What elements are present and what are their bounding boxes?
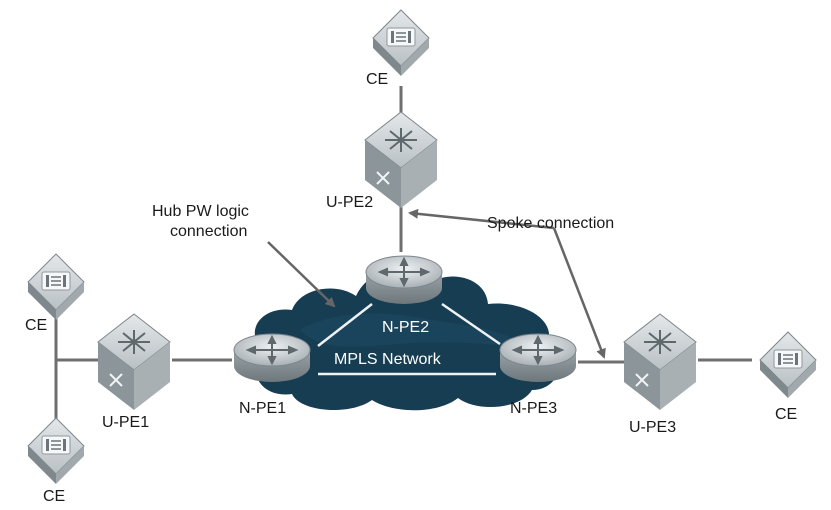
- hub-pw-label: Hub PW logic connection: [152, 202, 249, 242]
- spoke-arrow-up: [408, 208, 555, 230]
- npe1-label: N-PE1: [239, 400, 287, 417]
- upe2-device[interactable]: [364, 111, 438, 209]
- hub-pw-arrow: [267, 241, 336, 308]
- upe1-device[interactable]: [97, 313, 171, 411]
- ce-right-device[interactable]: [759, 331, 817, 399]
- spoke-connection-label: Spoke connection: [487, 215, 615, 232]
- annotation-arrows: [267, 208, 606, 359]
- upe2-label: U-PE2: [326, 194, 374, 211]
- npe2-router[interactable]: [365, 255, 443, 305]
- spoke-arrow-down: [552, 227, 606, 359]
- pw-npe2-npe3: [441, 302, 501, 346]
- ce-left-top-label: CE: [25, 317, 48, 334]
- hub-pw-line2: connection: [170, 223, 248, 240]
- npe3-router[interactable]: [499, 333, 577, 383]
- upe1-label: U-PE1: [102, 414, 150, 431]
- upe3-device[interactable]: [623, 313, 697, 411]
- npe3-label: N-PE3: [510, 400, 558, 417]
- hub-pw-line1: Hub PW logic: [152, 203, 249, 220]
- ce-top-label: CE: [366, 71, 389, 88]
- pw-links: [317, 302, 501, 376]
- ce-left-bottom-device[interactable]: [27, 417, 85, 485]
- ce-left-bottom-label: CE: [43, 488, 66, 505]
- npe1-router[interactable]: [233, 333, 311, 383]
- ce-right-label: CE: [775, 406, 798, 423]
- upe3-label: U-PE3: [629, 419, 677, 436]
- pw-npe1-npe2: [317, 303, 373, 347]
- ce-top-device[interactable]: [372, 9, 430, 77]
- npe2-label: N-PE2: [382, 319, 430, 336]
- links: [54, 86, 752, 425]
- cloud-label: MPLS Network: [334, 351, 441, 368]
- ce-left-top-device[interactable]: [27, 253, 85, 321]
